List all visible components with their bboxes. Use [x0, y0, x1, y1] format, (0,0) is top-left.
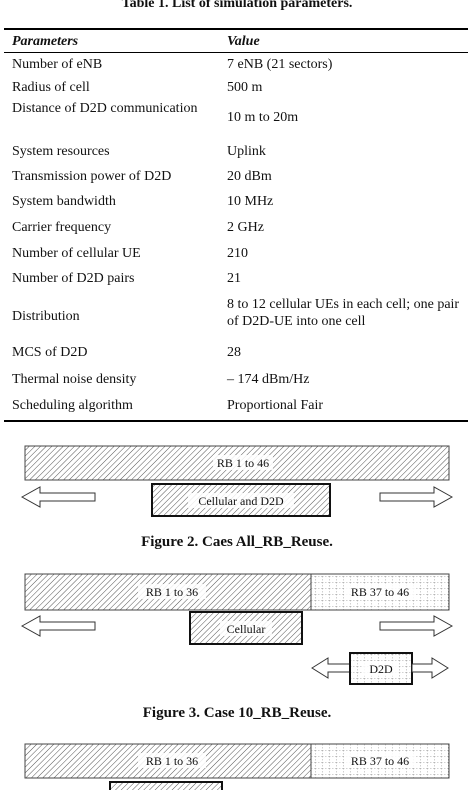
row-value: Uplink [227, 144, 266, 159]
row-param: Radius of cell [12, 80, 90, 95]
arrow-left-icon [311, 657, 351, 679]
shared-box-label: Cellular and D2D [198, 494, 284, 508]
row-param: Thermal noise density [12, 372, 137, 387]
figure-4: RB 1 to 36 RB 37 to 46 [24, 743, 450, 790]
row-param: Carrier frequency [12, 220, 112, 235]
row-value: 500 m [227, 80, 263, 95]
row-param: System bandwidth [12, 194, 116, 209]
arrow-right-icon [379, 486, 454, 508]
row-value: 21 [227, 271, 241, 286]
d2d-box-label: D2D [369, 662, 393, 676]
figure-2-caption: Figure 2. Caes All_RB_Reuse. [141, 534, 333, 550]
row-value: 20 dBm [227, 169, 272, 184]
row-param: MCS of D2D [12, 345, 88, 360]
row-value: 2 GHz [227, 220, 264, 235]
rb-bar-left-label: RB 1 to 36 [146, 585, 198, 599]
row-param: Scheduling algorithm [12, 398, 133, 413]
figure-3-caption: Figure 3. Case 10_RB_Reuse. [142, 705, 332, 721]
row-param: Number of cellular UE [12, 246, 141, 261]
arrow-left-icon [20, 615, 96, 637]
rb-bar-right [310, 573, 450, 611]
arrow-left-icon [20, 486, 96, 508]
header-parameters: Parameters [12, 34, 79, 49]
row-value: Proportional Fair [227, 398, 324, 413]
row-value: – 174 dBm/Hz [227, 372, 310, 387]
row-value: 8 to 12 cellular UEs in each cell; one p… [227, 297, 460, 329]
table-bottom-rule [4, 420, 468, 422]
table-caption: Table 1. List of simulation parameters. [121, 0, 353, 11]
rb-bar-right-label: RB 37 to 46 [351, 585, 409, 599]
arrow-right-icon [379, 615, 454, 637]
row-value: 7 eNB (21 sectors) [227, 57, 333, 72]
row-param: Distribution [12, 309, 80, 324]
cellular-box [109, 781, 223, 790]
row-param: Transmission power of D2D [12, 169, 172, 184]
row-value: 28 [227, 345, 241, 360]
header-value: Value [227, 34, 260, 49]
table-top-rule [4, 28, 468, 30]
rb-bar-label: RB 1 to 46 [217, 456, 269, 470]
table-header-rule [4, 52, 468, 53]
row-value: 10 m to 20m [227, 110, 299, 125]
row-param: Number of eNB [12, 57, 103, 72]
arrow-right-icon [411, 657, 449, 679]
row-param: System resources [12, 144, 110, 159]
rb-bar-left-label: RB 1 to 36 [146, 754, 198, 768]
figure-2: RB 1 to 46 Cellular and D2D [20, 445, 454, 517]
figure-3: RB 1 to 36 RB 37 to 46 Cellular D2D [20, 573, 454, 685]
cellular-box-label: Cellular [227, 622, 266, 636]
row-param: Number of D2D pairs [12, 271, 135, 286]
row-param: Distance of D2D communication [12, 101, 198, 116]
row-value: 10 MHz [227, 194, 274, 209]
row-value: 210 [227, 246, 248, 261]
rb-bar-right-label: RB 37 to 46 [351, 754, 409, 768]
